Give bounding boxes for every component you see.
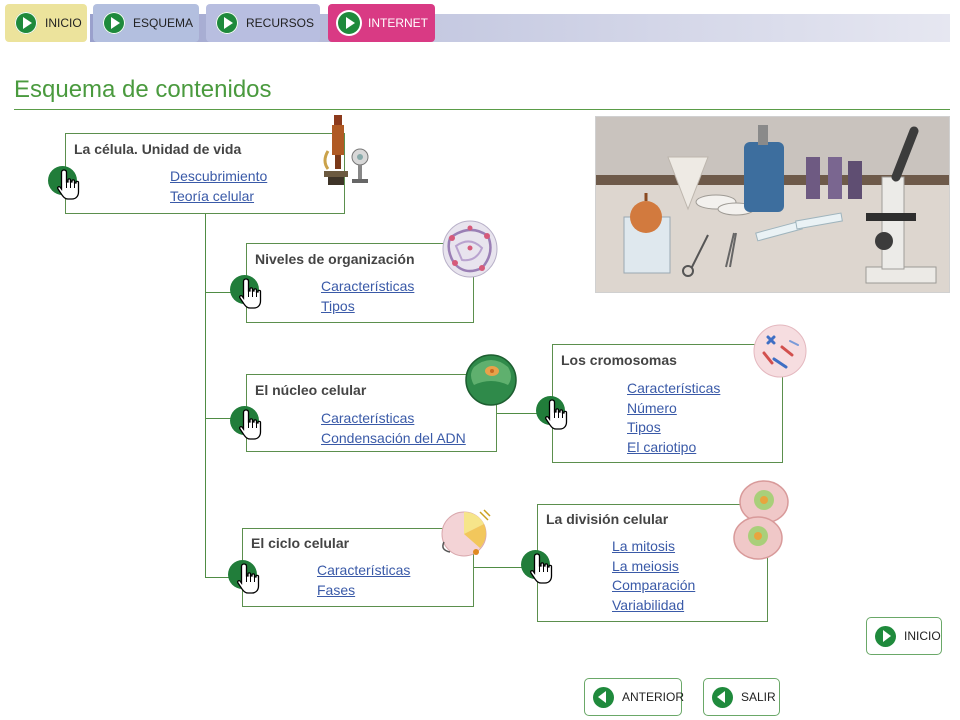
box-celula-links: Descubrimiento Teoría celular (170, 167, 267, 206)
hand-pointer-icon (239, 278, 262, 309)
link-descubrimiento[interactable]: Descubrimiento (170, 168, 268, 184)
hand-pointer-icon (530, 553, 553, 584)
box-division-links: La mitosis La meiosis Comparación Variab… (612, 537, 695, 615)
hand-pointer-icon (237, 563, 260, 594)
inicio-button-label: INICIO (904, 629, 941, 643)
hand-pointer-button-division[interactable] (521, 548, 561, 586)
box-division (537, 504, 768, 622)
link-condensacion-adn[interactable]: Condensación del ADN (321, 429, 466, 446)
title-divider (14, 109, 950, 110)
box-ciclo (242, 528, 474, 607)
page-title: Esquema de contenidos (14, 76, 272, 103)
link-cromosomas-caracteristicas[interactable]: Características (627, 380, 721, 396)
hand-pointer-button-nucleo[interactable] (230, 404, 270, 442)
molecule-structure-icon (442, 220, 498, 278)
box-niveles-title: Niveles de organización (255, 251, 415, 267)
nav-recursos-button[interactable]: RECURSOS (206, 4, 320, 42)
box-niveles (246, 243, 474, 323)
hand-pointer-icon (545, 399, 568, 430)
box-ciclo-links: Características Fases (317, 561, 410, 600)
link-cromosomas-numero[interactable]: Número (627, 399, 677, 416)
box-cromosomas-title: Los cromosomas (561, 352, 677, 368)
link-cariotipo[interactable]: El cariotipo (627, 438, 697, 455)
branch-line-niveles (205, 292, 247, 293)
hand-pointer-button-ciclo[interactable] (228, 558, 268, 596)
link-meiosis[interactable]: La meiosis (612, 557, 679, 574)
box-cromosomas-links: Características Número Tipos El cariotip… (627, 379, 720, 457)
nav-esquema-label: ESQUEMA (133, 16, 194, 30)
nav-esquema-button[interactable]: ESQUEMA (93, 4, 199, 42)
link-mitosis[interactable]: La mitosis (612, 538, 676, 554)
link-nucleo-caracteristicas[interactable]: Características (321, 410, 415, 426)
link-ciclo-fases[interactable]: Fases (317, 581, 356, 598)
salir-button-label: SALIR (741, 690, 776, 704)
microscope-antique-icon (323, 115, 369, 185)
salir-button[interactable]: SALIR (703, 678, 780, 716)
nav-inicio-button[interactable]: INICIO (5, 4, 87, 42)
hand-pointer-icon (239, 409, 262, 440)
cell-nucleus-icon (465, 354, 517, 406)
play-icon (875, 625, 896, 647)
box-nucleo-links: Características Condensación del ADN (321, 409, 466, 448)
branch-line-nucleo (205, 418, 247, 419)
box-niveles-links: Características Tipos (321, 277, 414, 316)
branch-line-division (474, 567, 537, 568)
play-icon (103, 12, 125, 34)
play-icon (15, 12, 37, 34)
link-niveles-caracteristicas[interactable]: Características (321, 278, 415, 294)
branch-line-cromosomas (497, 413, 552, 414)
nav-inicio-label: INICIO (45, 16, 82, 30)
link-ciclo-caracteristicas[interactable]: Características (317, 562, 411, 578)
play-icon (216, 12, 238, 34)
nav-internet-button[interactable]: INTERNET (328, 4, 435, 42)
box-cromosomas (552, 344, 783, 463)
anterior-button-label: ANTERIOR (622, 690, 685, 704)
link-cromosomas-tipos[interactable]: Tipos (627, 419, 661, 435)
box-celula-title: La célula. Unidad de vida (74, 141, 242, 157)
chromosomes-icon (753, 324, 807, 378)
branch-line-ciclo (205, 577, 243, 578)
anterior-button[interactable]: ANTERIOR (584, 678, 685, 716)
box-celula (65, 133, 345, 214)
laboratory-photo (595, 116, 950, 293)
box-division-title: La división celular (546, 511, 669, 527)
box-ciclo-title: El ciclo celular (251, 535, 350, 551)
link-comparacion[interactable]: Comparación (612, 577, 696, 593)
inicio-button[interactable]: INICIO (866, 617, 942, 655)
back-icon (593, 686, 614, 708)
nav-recursos-label: RECURSOS (246, 16, 315, 30)
link-teoria-celular[interactable]: Teoría celular (170, 187, 255, 204)
box-nucleo-title: El núcleo celular (255, 382, 367, 398)
box-nucleo (246, 374, 497, 452)
nav-internet-label: INTERNET (368, 16, 428, 30)
link-niveles-tipos[interactable]: Tipos (321, 297, 355, 314)
hand-pointer-button-niveles[interactable] (230, 273, 270, 311)
tree-trunk-line (205, 213, 206, 578)
dividing-cell-icon (733, 480, 789, 560)
link-variabilidad[interactable]: Variabilidad (612, 596, 685, 613)
lab-equipment-image (596, 117, 949, 292)
cell-cycle-icon (441, 509, 491, 557)
play-icon (338, 12, 360, 34)
top-nav-bar: INICIO ESQUEMA RECURSOS INTERNET (0, 0, 960, 46)
back-icon (712, 686, 733, 708)
hand-pointer-button-celula[interactable] (48, 164, 88, 202)
hand-pointer-icon (57, 169, 80, 200)
hand-pointer-button-cromosomas[interactable] (536, 394, 576, 432)
